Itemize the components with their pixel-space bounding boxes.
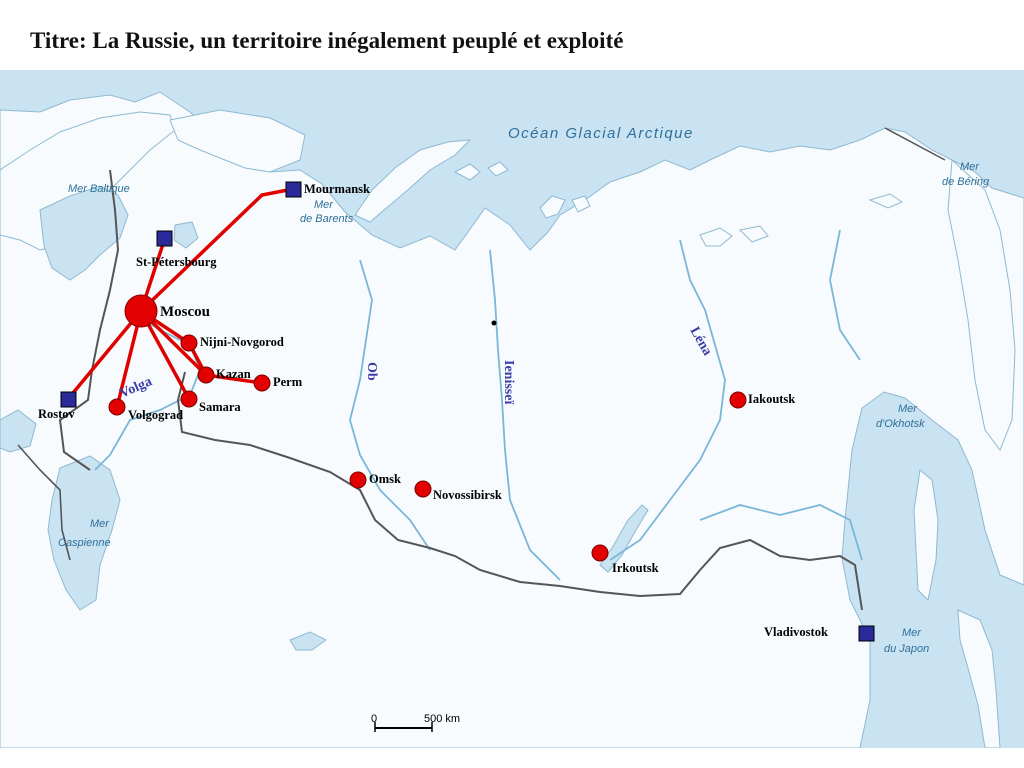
link-moscou-samara bbox=[139, 309, 191, 401]
label-japan-1: Mer bbox=[902, 627, 922, 639]
land-japan bbox=[957, 609, 1001, 748]
label-japan-2: du Japon bbox=[884, 643, 929, 655]
river-ob bbox=[349, 259, 431, 551]
label-barents-1: Mer bbox=[314, 199, 334, 211]
label-arctic: Océan Glacial Arctique bbox=[508, 125, 694, 142]
land-severnaya-zemlya bbox=[539, 195, 591, 219]
label-mourmansk: Mourmansk bbox=[304, 182, 370, 196]
border-south bbox=[176, 371, 863, 611]
border-west bbox=[58, 169, 120, 471]
land-new-siberian bbox=[699, 225, 769, 247]
city-kazan-icon bbox=[197, 366, 215, 384]
capital-moscou-icon bbox=[124, 294, 158, 328]
river-ienissei bbox=[489, 249, 561, 581]
city-novossibirsk-icon bbox=[414, 480, 432, 498]
scale-bar: 0 500 km bbox=[371, 713, 460, 732]
land-wrangel bbox=[868, 193, 904, 209]
black-sea bbox=[0, 409, 37, 453]
label-volgograd: Volgograd bbox=[128, 408, 183, 422]
label-caspian-1: Mer bbox=[90, 518, 110, 530]
label-iakoutsk: Iakoutsk bbox=[748, 392, 795, 406]
baltic-sea bbox=[39, 185, 129, 281]
lake-balkhash bbox=[289, 631, 327, 651]
land-sakhalin bbox=[913, 469, 939, 602]
land-novaya-zemlya bbox=[354, 139, 472, 223]
label-novossibirsk: Novossibirsk bbox=[433, 488, 502, 502]
city-volgograd-icon bbox=[108, 398, 126, 416]
label-ob: Ob bbox=[364, 362, 379, 381]
cities bbox=[108, 334, 747, 562]
port-stpetersbourg-icon bbox=[156, 230, 173, 247]
link-moscou-mourmansk bbox=[139, 187, 295, 313]
port-rostov-icon bbox=[60, 391, 77, 408]
caspian-sea bbox=[47, 455, 121, 611]
map-title: Titre: La Russie, un territoire inégalem… bbox=[30, 28, 624, 53]
label-rostov: Rostov bbox=[38, 407, 76, 421]
label-bering-1: Mer bbox=[960, 161, 980, 173]
land-kola bbox=[169, 109, 306, 173]
label-perm: Perm bbox=[273, 375, 303, 389]
scale-zero: 0 bbox=[371, 713, 377, 725]
marker-dot bbox=[491, 320, 497, 326]
label-baltic: Mer Baltique bbox=[68, 183, 130, 195]
city-omsk-icon bbox=[349, 471, 367, 489]
city-perm-icon bbox=[253, 374, 271, 392]
label-kazan: Kazan bbox=[216, 367, 251, 381]
label-nijni: Nijni-Novgorod bbox=[200, 335, 284, 349]
label-barents-2: de Barents bbox=[300, 213, 354, 225]
lake-ladoga bbox=[173, 221, 199, 249]
label-ienissei: Ienisseï bbox=[501, 360, 516, 404]
lake-baikal bbox=[599, 504, 649, 573]
label-caspian-2: Caspienne bbox=[58, 537, 111, 549]
label-okhotsk-1: Mer bbox=[898, 403, 918, 415]
link-moscou-rostov bbox=[66, 309, 143, 401]
port-mourmansk-icon bbox=[285, 181, 302, 198]
city-samara-icon bbox=[180, 390, 198, 408]
city-irkoutsk-icon bbox=[591, 544, 609, 562]
label-okhotsk-2: d'Okhotsk bbox=[876, 418, 925, 430]
russia-map: Océan Glacial Arctique Mer Baltique Mer … bbox=[0, 70, 1024, 748]
land-kamchatka bbox=[947, 158, 1016, 452]
scale-distance: 500 km bbox=[424, 713, 460, 725]
border-caucasus bbox=[17, 444, 71, 561]
label-bering-2: de Béring bbox=[942, 176, 990, 188]
link-kazan-perm bbox=[204, 373, 264, 385]
ports bbox=[60, 181, 875, 642]
river-amur bbox=[699, 504, 863, 561]
river-lena bbox=[609, 239, 726, 561]
land-franz-josef bbox=[453, 161, 509, 181]
bering-line bbox=[884, 127, 946, 161]
label-irkoutsk: Irkoutsk bbox=[612, 561, 659, 575]
label-moscou: Moscou bbox=[160, 304, 210, 320]
label-omsk: Omsk bbox=[369, 472, 401, 486]
label-samara: Samara bbox=[199, 400, 241, 414]
land-eurasia bbox=[0, 91, 1024, 748]
port-vladivostok-icon bbox=[858, 625, 875, 642]
label-stpetersbourg: St-Pétersbourg bbox=[136, 255, 217, 269]
rivers bbox=[94, 229, 863, 581]
river-kolyma bbox=[829, 229, 861, 361]
city-nijni-icon bbox=[180, 334, 198, 352]
city-iakoutsk-icon bbox=[729, 391, 747, 409]
label-vladivostok: Vladivostok bbox=[764, 625, 828, 639]
